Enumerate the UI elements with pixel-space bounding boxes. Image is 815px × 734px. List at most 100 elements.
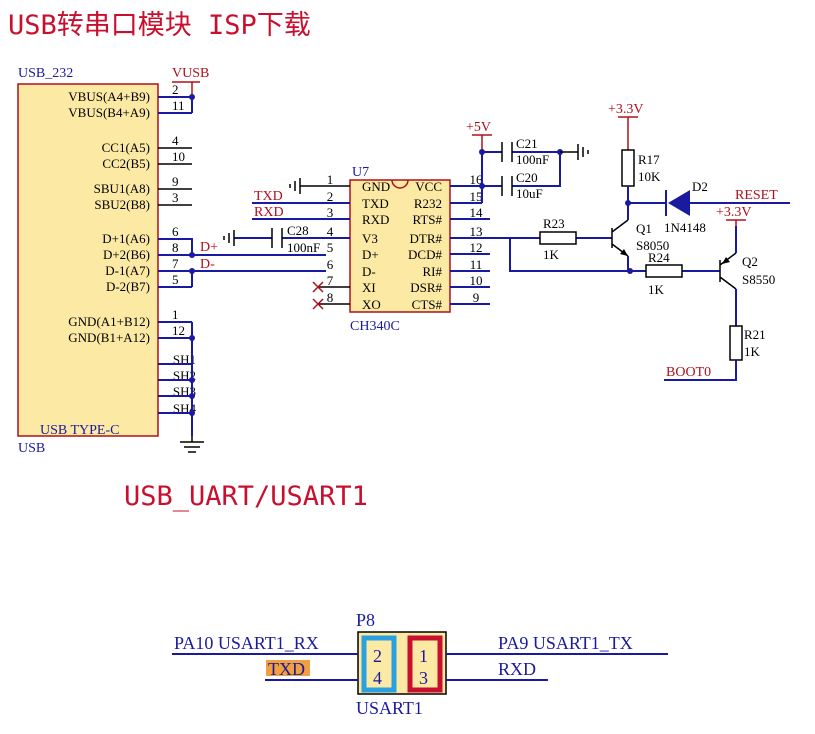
title-top: USB转串口模块 ISP下载 [8, 10, 311, 41]
net-33v-b: +3.3V [716, 205, 752, 220]
net-dp: D+ [200, 240, 218, 255]
ch340-left-pin-number: 8 [327, 290, 334, 305]
p8-pin-col-left [361, 635, 397, 693]
usb-pin-name: VBUS(A4+B9) [68, 89, 150, 104]
r23-val: 1K [543, 247, 560, 262]
p8-ref: P8 [356, 610, 375, 630]
ch340-right-pin-name: VCC [415, 179, 442, 194]
ch340-right-pin-name: RI# [423, 264, 443, 279]
net-rxd: RXD [254, 205, 284, 220]
ch340-right-pin-number: 11 [470, 257, 483, 272]
net-dm: D- [200, 257, 215, 272]
ch340-right-pin-number: 14 [470, 205, 484, 220]
usb-pin-name: VBUS(B4+A9) [68, 105, 150, 120]
net-txd: TXD [254, 189, 283, 204]
ch340-right-pin-number: 9 [473, 290, 480, 305]
usb-pin-name: CC1(A5) [102, 140, 150, 155]
q1-ref: Q1 [636, 221, 652, 236]
d2-val: 1N4148 [664, 220, 706, 235]
txd-highlight [266, 660, 310, 676]
r17-val: 10K [638, 169, 661, 184]
header-right-top: PA9 USART1_TX [498, 633, 633, 653]
net-vusb: VUSB [172, 66, 209, 81]
ch340-right-pin-number: 15 [470, 189, 483, 204]
r24-ref: R24 [648, 250, 670, 265]
header-left-bottom: TXD [268, 659, 305, 679]
p8-pin-col-right [407, 635, 443, 693]
net-5v: +5V [466, 120, 491, 135]
usb-pin-name: D+2(B6) [103, 247, 150, 262]
q2-val: S8550 [742, 272, 775, 287]
ch340-left-pin-name: GND [362, 179, 390, 194]
ch340-right-pin-name: R232 [414, 196, 442, 211]
usb-pin-name: D+1(A6) [102, 231, 150, 246]
r21-ref: R21 [744, 327, 766, 342]
usb-pin-name: D-2(B7) [106, 279, 150, 294]
usb-pin-number: 10 [172, 149, 185, 164]
ch340-left-pin-name: XO [362, 297, 381, 312]
usb-pin-number: 5 [172, 272, 179, 287]
usb-pin-name: SBU1(A8) [94, 181, 150, 196]
r21-val: 1K [744, 344, 761, 359]
ch340-right-pin-number: 10 [470, 273, 483, 288]
usb-pin-number: 12 [172, 323, 185, 338]
usb-pin-name: GND(B1+A12) [68, 330, 150, 345]
ch340-left-pin-name: RXD [362, 212, 389, 227]
q2-ref: Q2 [742, 254, 758, 269]
ch340-part: CH340C [350, 319, 400, 334]
usb-ref: USB_232 [18, 66, 73, 81]
header-left-top: PA10 USART1_RX [174, 633, 319, 653]
usb-pin-number: 11 [172, 98, 185, 113]
c28-val: 100nF [287, 240, 320, 255]
usb-pin-number: 1 [172, 307, 179, 322]
c20-ref: C20 [516, 170, 538, 185]
ch340-left-pin-name: D+ [362, 247, 379, 262]
q1-val: S8050 [636, 238, 669, 253]
ch340-body [349, 179, 451, 313]
usb-pin-number: 8 [172, 240, 179, 255]
net-reset: RESET [735, 188, 778, 203]
ch340-left-pin-number: 7 [327, 273, 334, 288]
ch340-left-pin-name: D- [362, 264, 376, 279]
usb-part: USB TYPE-C [40, 423, 119, 438]
d2-ref: D2 [692, 179, 708, 194]
usb-pin-number: 2 [172, 82, 179, 97]
ch340-right-pin-name: CTS# [412, 297, 443, 312]
u7-ref: U7 [352, 165, 369, 180]
ch340-right-pin-name: DCD# [408, 247, 442, 262]
c28-ref: C28 [287, 223, 309, 238]
p8-body [357, 631, 447, 695]
ch340-left-pin-name: XI [362, 280, 376, 295]
net-boot0: BOOT0 [666, 365, 711, 380]
ch340-left-pin-number: 4 [327, 224, 334, 239]
header-right-bottom: RXD [498, 659, 536, 679]
usb-lib: USB [18, 441, 45, 456]
ch340-right-pin-name: DTR# [410, 231, 443, 246]
r23-ref: R23 [543, 216, 565, 231]
p8-pin-1: 1 [419, 646, 428, 666]
p8-pin-2: 2 [373, 646, 382, 666]
usb-pin-number: 7 [172, 256, 179, 271]
r24-val: 1K [648, 282, 665, 297]
ch340-left-pin-number: 2 [327, 189, 334, 204]
ch340-right-pin-name: RTS# [412, 212, 442, 227]
ch340-left-pin-name: V3 [362, 231, 378, 246]
usb-pin-number: 3 [172, 190, 179, 205]
ch340-right-pin-number: 12 [470, 240, 483, 255]
title-bottom: USB_UART/USART1 [124, 481, 368, 512]
usb-pin-name: CC2(B5) [102, 156, 150, 171]
usb-pin-number: 6 [172, 224, 179, 239]
p8-pin-3: 3 [419, 668, 428, 688]
ch340-left-pin-number: 5 [327, 240, 334, 255]
c21-ref: C21 [516, 136, 538, 151]
usb-pin-number: 9 [172, 174, 179, 189]
p8-name: USART1 [356, 698, 423, 718]
ch340-right-pin-number: 13 [470, 224, 483, 239]
usb-pin-name: GND(A1+B12) [68, 314, 150, 329]
usb-connector-body [17, 83, 159, 437]
c21-val: 100nF [516, 152, 549, 167]
c20-val: 10uF [516, 186, 543, 201]
ch340-left-pin-number: 3 [327, 205, 334, 220]
